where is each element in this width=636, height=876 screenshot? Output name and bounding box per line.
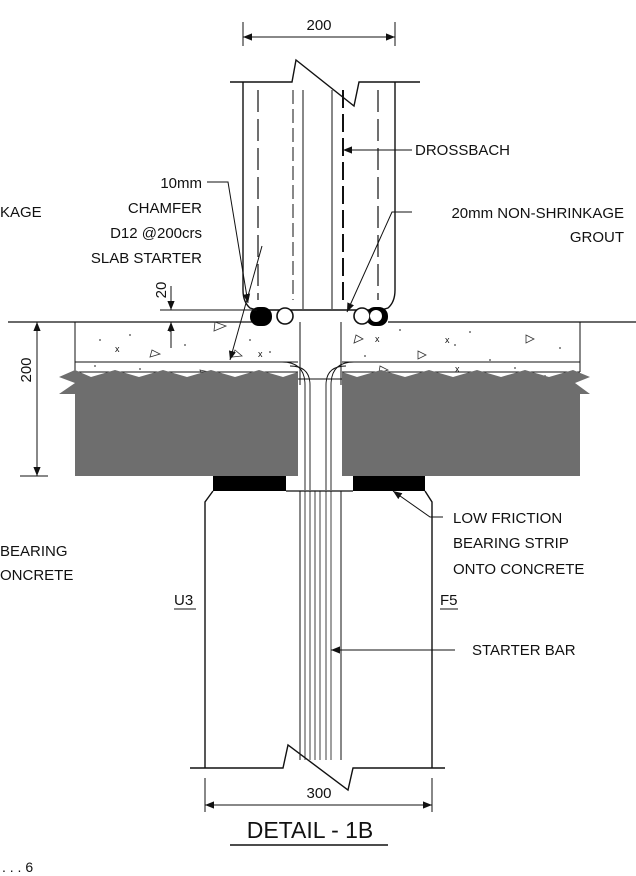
dimension-top bbox=[242, 22, 396, 46]
svg-text:x: x bbox=[445, 335, 450, 345]
detail-title: DETAIL - 1B bbox=[247, 817, 374, 843]
svg-text:x: x bbox=[375, 334, 380, 344]
dimension-grout-gap bbox=[160, 286, 257, 348]
label-chamfer-2: CHAMFER bbox=[128, 200, 202, 217]
dim-grout-gap: 20 bbox=[153, 282, 170, 299]
concrete-stipple: x x x x x bbox=[94, 321, 561, 377]
precast-planks bbox=[59, 370, 590, 476]
dim-top-width: 200 bbox=[306, 17, 331, 34]
label-bearing-left-1: BEARING bbox=[0, 543, 68, 560]
label-kage-fragment: KAGE bbox=[0, 204, 42, 221]
label-strip-3: ONTO CONCRETE bbox=[453, 561, 584, 578]
dimension-slab bbox=[20, 321, 48, 477]
label-starter-bar: STARTER BAR bbox=[472, 642, 576, 659]
label-starter-1: D12 @200crs bbox=[110, 225, 202, 242]
label-u3: U3 bbox=[174, 592, 193, 609]
upper-column bbox=[230, 58, 420, 311]
page-fragment: . . . 6 bbox=[2, 859, 33, 875]
grout-pads bbox=[250, 307, 388, 326]
label-chamfer-1: 10mm bbox=[160, 175, 202, 192]
starter-bar-hooks bbox=[281, 361, 355, 490]
label-bearing-left-2: ONCRETE bbox=[0, 567, 73, 584]
leader-lines bbox=[207, 146, 455, 654]
svg-text:x: x bbox=[258, 349, 263, 359]
dim-bottom-width: 300 bbox=[306, 785, 331, 802]
label-grout-1: 20mm NON-SHRINKAGE bbox=[451, 205, 624, 222]
label-strip-1: LOW FRICTION bbox=[453, 510, 562, 527]
label-f5: F5 bbox=[440, 592, 458, 609]
label-drossbach: DROSSBACH bbox=[415, 142, 510, 159]
label-strip-2: BEARING STRIP bbox=[453, 535, 569, 552]
bearing-strips bbox=[213, 476, 425, 492]
svg-text:x: x bbox=[455, 364, 460, 374]
svg-text:x: x bbox=[115, 344, 120, 354]
dimension-bottom bbox=[204, 778, 433, 812]
label-grout-2: GROUT bbox=[570, 229, 624, 246]
dim-slab-depth: 200 bbox=[18, 357, 35, 382]
label-starter-2: SLAB STARTER bbox=[91, 250, 202, 267]
lower-column bbox=[190, 490, 445, 792]
